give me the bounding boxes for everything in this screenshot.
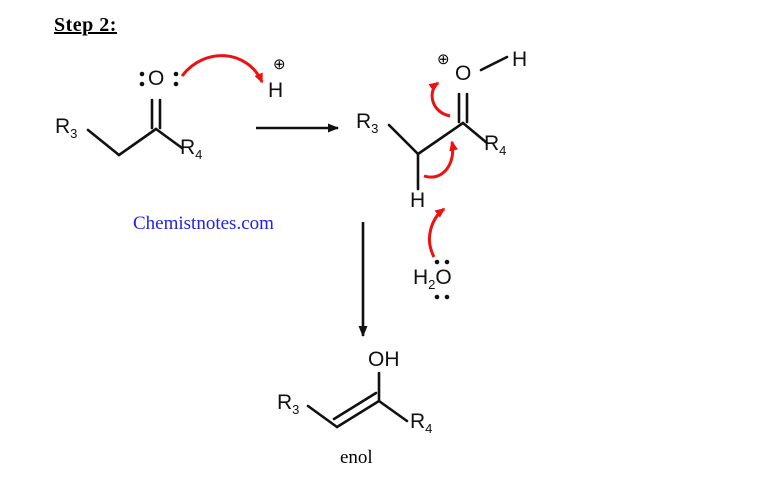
electron-arrow-alpha-ch-to-cc-bond xyxy=(423,140,459,179)
lone-pair-dot xyxy=(434,294,440,300)
electron-arrow-oxygen-lone-pair-to-proton xyxy=(180,54,264,84)
lone-pair-dot xyxy=(173,71,179,77)
reactant-oxygen-lone-pairs xyxy=(139,71,179,87)
product-bond-cc-double-a xyxy=(335,399,381,429)
lone-pair-dot xyxy=(173,81,179,87)
reactant-r3-label: R3 xyxy=(55,115,78,142)
water-formula-label: H2O xyxy=(413,266,452,293)
product-bond-c-r3 xyxy=(306,404,339,429)
intermediate-alpha-h-label: H xyxy=(410,189,426,212)
intermediate-bond-ccarbonyl-r4 xyxy=(461,121,489,145)
reactant-structure xyxy=(86,98,184,157)
intermediate-r3-label: R3 xyxy=(356,110,379,137)
electron-arrow-pi-bond-to-oxygen xyxy=(428,81,451,118)
product-r3-label: R3 xyxy=(277,391,300,418)
reactant-oxygen-label: O xyxy=(148,67,165,90)
watermark-text: Chemistnotes.com xyxy=(133,213,274,234)
product-structure xyxy=(306,371,409,429)
intermediate-hydroxyl-h-label: H xyxy=(512,48,528,71)
electron-arrow-water-to-alpha-hydrogen xyxy=(428,207,446,258)
reactant-bond-r3-calpha xyxy=(86,128,121,157)
lone-pair-dot xyxy=(444,294,450,300)
intermediate-structure xyxy=(387,55,509,191)
reactant-r4-label: R4 xyxy=(180,136,203,163)
intermediate-oxygen-label: O xyxy=(455,62,472,85)
proton-label: H xyxy=(268,79,284,102)
product-bond-c-r4 xyxy=(377,399,409,423)
lone-pair-dot xyxy=(434,259,440,265)
lone-pair-dot xyxy=(139,81,145,87)
product-hydroxyl-label: OH xyxy=(368,348,400,371)
intermediate-bond-calpha-ccarbonyl xyxy=(416,121,465,156)
product-r4-label: R4 xyxy=(410,410,433,437)
lone-pair-dot xyxy=(139,71,145,77)
intermediate-bond-o-h xyxy=(479,55,509,72)
intermediate-bond-r3-calpha xyxy=(387,123,420,156)
proton-charge-icon: ⊕ xyxy=(273,56,286,73)
intermediate-r4-label: R4 xyxy=(484,132,507,159)
reactant-bond-ccarbonyl-r4 xyxy=(154,127,184,150)
water-lone-pairs xyxy=(434,259,450,300)
product-caption: enol xyxy=(340,447,373,468)
page-title: Step 2: xyxy=(54,14,117,36)
reactant-bond-calpha-ccarbonyl xyxy=(117,127,158,157)
lone-pair-dot xyxy=(444,259,450,265)
intermediate-charge-icon: ⊕ xyxy=(437,51,450,68)
product-bond-cc-double-b xyxy=(332,391,378,421)
